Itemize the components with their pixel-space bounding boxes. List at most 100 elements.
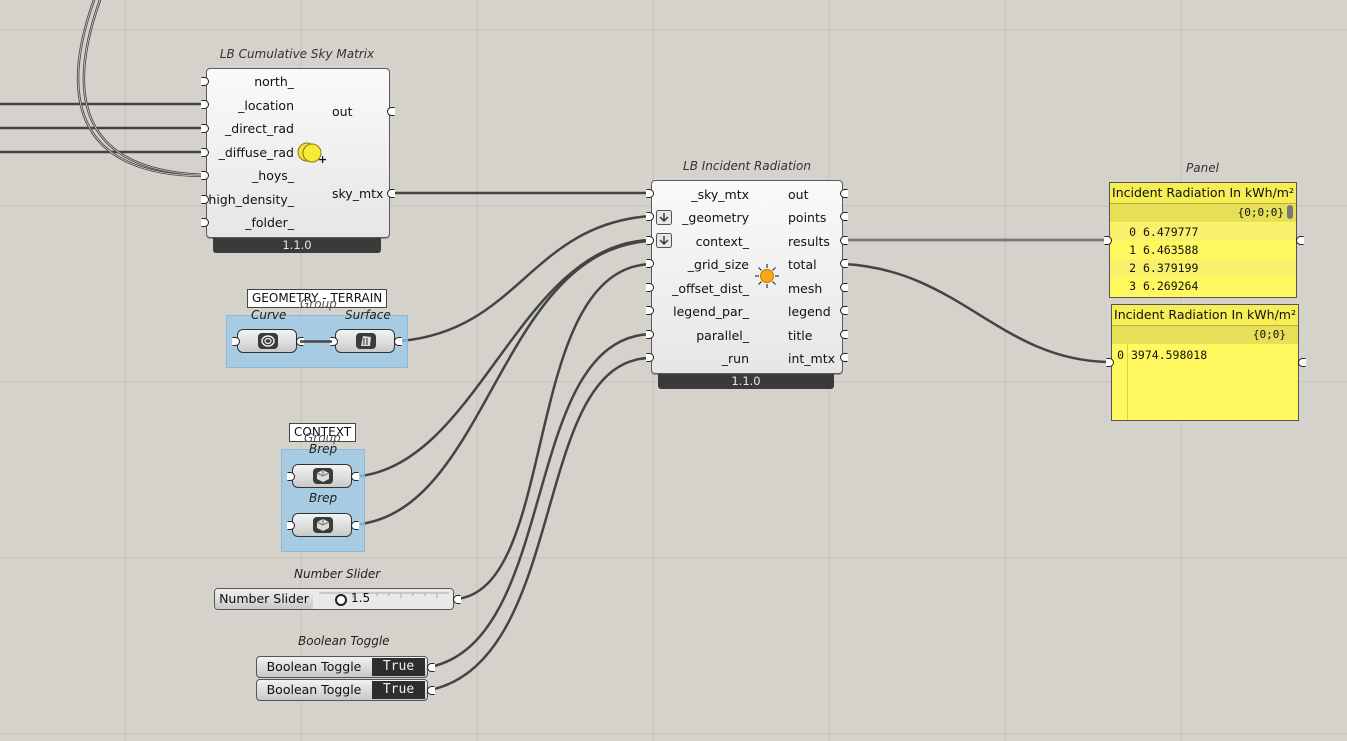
incident-output-mesh[interactable]: mesh xyxy=(788,281,823,296)
grip[interactable] xyxy=(1104,236,1112,245)
row-index: 3 xyxy=(1129,279,1136,293)
incident-radiation-title: LB Incident Radiation xyxy=(683,159,811,173)
sky-matrix-input-hoys[interactable]: _hoys_ xyxy=(252,168,294,183)
grip[interactable] xyxy=(201,195,209,204)
grip[interactable] xyxy=(351,472,359,481)
total-panel[interactable]: Incident Radiation In kWh/m² {0;0} 0 397… xyxy=(1111,304,1299,421)
sun-icon xyxy=(755,264,779,288)
grip[interactable] xyxy=(646,236,654,245)
incident-output-results[interactable]: results xyxy=(788,234,830,249)
incident-output-out[interactable]: out xyxy=(788,187,809,202)
grip[interactable] xyxy=(840,212,848,221)
incident-input-grid-size[interactable]: _grid_size xyxy=(687,257,749,272)
boolean-toggle-label: Boolean Toggle xyxy=(266,682,362,697)
grip[interactable] xyxy=(1296,236,1304,245)
grip[interactable] xyxy=(840,236,848,245)
incident-radiation-version: 1.1.0 xyxy=(658,374,834,389)
grip[interactable] xyxy=(394,337,402,346)
grip[interactable] xyxy=(453,595,461,604)
incident-radiation-component[interactable]: _sky_mtx _geometry context_ _grid_size _… xyxy=(651,180,843,374)
brep-param-2[interactable] xyxy=(292,513,352,537)
incident-input-run[interactable]: _run xyxy=(721,351,749,366)
grip[interactable] xyxy=(232,337,240,346)
grip[interactable] xyxy=(201,77,209,86)
panel-row: 3 6.269264 xyxy=(1110,277,1296,295)
boolean-toggle-label: Boolean Toggle xyxy=(266,659,362,674)
grip[interactable] xyxy=(287,472,295,481)
grip[interactable] xyxy=(330,337,338,346)
number-slider-track[interactable]: 1.5 xyxy=(313,589,453,609)
grip[interactable] xyxy=(1106,358,1114,367)
sky-dome-icon: + xyxy=(297,142,327,165)
grip[interactable] xyxy=(427,686,435,695)
grip[interactable] xyxy=(201,100,209,109)
incident-input-context[interactable]: context_ xyxy=(695,234,749,249)
grip[interactable] xyxy=(1298,358,1306,367)
grip[interactable] xyxy=(840,330,848,339)
graft-icon[interactable] xyxy=(656,210,672,225)
incident-input-parallel[interactable]: parallel_ xyxy=(696,328,749,343)
incident-input-geometry[interactable]: _geometry xyxy=(682,210,749,225)
brep-param-1[interactable] xyxy=(292,464,352,488)
incident-output-points[interactable]: points xyxy=(788,210,827,225)
incident-input-sky-mtx[interactable]: _sky_mtx xyxy=(691,187,749,202)
svg-text:+: + xyxy=(318,153,327,165)
results-panel[interactable]: Incident Radiation In kWh/m² {0;0;0} 0 6… xyxy=(1109,182,1297,298)
sky-matrix-component[interactable]: north_ _location _direct_rad _diffuse_ra… xyxy=(206,68,390,238)
boolean-toggle-2[interactable]: Boolean Toggle True xyxy=(256,679,428,701)
geometry-terrain-label[interactable]: GEOMETRY - TERRAIN xyxy=(247,289,388,308)
row-value: 6.379199 xyxy=(1143,261,1199,275)
sky-matrix-output-sky-mtx[interactable]: sky_mtx xyxy=(332,186,384,201)
grip[interactable] xyxy=(840,306,848,315)
incident-output-title[interactable]: title xyxy=(788,328,813,343)
sky-matrix-input-high-density[interactable]: high_density_ xyxy=(208,192,294,207)
number-slider[interactable]: Number Slider 1.5 xyxy=(214,588,454,610)
grip[interactable] xyxy=(646,212,654,221)
number-slider-title: Number Slider xyxy=(294,567,381,581)
panel-title: Panel xyxy=(1186,161,1219,175)
grip[interactable] xyxy=(646,330,654,339)
sky-matrix-input-folder[interactable]: _folder_ xyxy=(245,215,294,230)
grip[interactable] xyxy=(646,306,654,315)
grip[interactable] xyxy=(646,189,654,198)
boolean-toggle-state[interactable]: True xyxy=(372,681,425,699)
grip[interactable] xyxy=(840,283,848,292)
grip[interactable] xyxy=(201,171,209,180)
grip[interactable] xyxy=(840,259,848,268)
grip[interactable] xyxy=(387,189,395,198)
sky-matrix-output-out[interactable]: out xyxy=(332,104,353,119)
incident-output-legend[interactable]: legend xyxy=(788,304,831,319)
surface-param-title: Surface xyxy=(345,308,391,322)
grip[interactable] xyxy=(840,189,848,198)
boolean-toggle-state[interactable]: True xyxy=(372,658,425,676)
panel-scrollbar[interactable] xyxy=(1287,205,1293,219)
sky-matrix-input-north[interactable]: north_ xyxy=(254,74,294,89)
sky-matrix-input-diffuse-rad[interactable]: _diffuse_rad xyxy=(218,145,294,160)
grip[interactable] xyxy=(646,353,654,362)
incident-input-legend-par[interactable]: legend_par_ xyxy=(673,304,749,319)
sky-matrix-input-direct-rad[interactable]: _direct_rad xyxy=(225,121,294,136)
grip[interactable] xyxy=(201,218,209,227)
grip[interactable] xyxy=(387,107,395,116)
surface-param[interactable] xyxy=(335,329,395,353)
incident-input-offset-dist[interactable]: _offset_dist_ xyxy=(672,281,749,296)
grip[interactable] xyxy=(646,259,654,268)
grip[interactable] xyxy=(351,521,359,530)
grip[interactable] xyxy=(427,663,435,672)
slider-knob[interactable] xyxy=(335,594,347,606)
boolean-toggle-1[interactable]: Boolean Toggle True xyxy=(256,656,428,678)
incident-output-total[interactable]: total xyxy=(788,257,817,272)
grip[interactable] xyxy=(646,283,654,292)
curve-param[interactable] xyxy=(237,329,297,353)
graft-icon[interactable] xyxy=(656,233,672,248)
grip[interactable] xyxy=(840,353,848,362)
grip[interactable] xyxy=(287,521,295,530)
grip[interactable] xyxy=(201,124,209,133)
geometry-group-name: Group xyxy=(300,297,337,311)
context-label[interactable]: CONTEXT xyxy=(289,423,357,442)
sky-matrix-input-location[interactable]: _location xyxy=(238,98,294,113)
brep-param-title-1: Brep xyxy=(309,442,338,456)
incident-output-int-mtx[interactable]: int_mtx xyxy=(788,351,836,366)
grip[interactable] xyxy=(201,148,209,157)
panel-row: 2 6.379199 xyxy=(1110,259,1296,277)
